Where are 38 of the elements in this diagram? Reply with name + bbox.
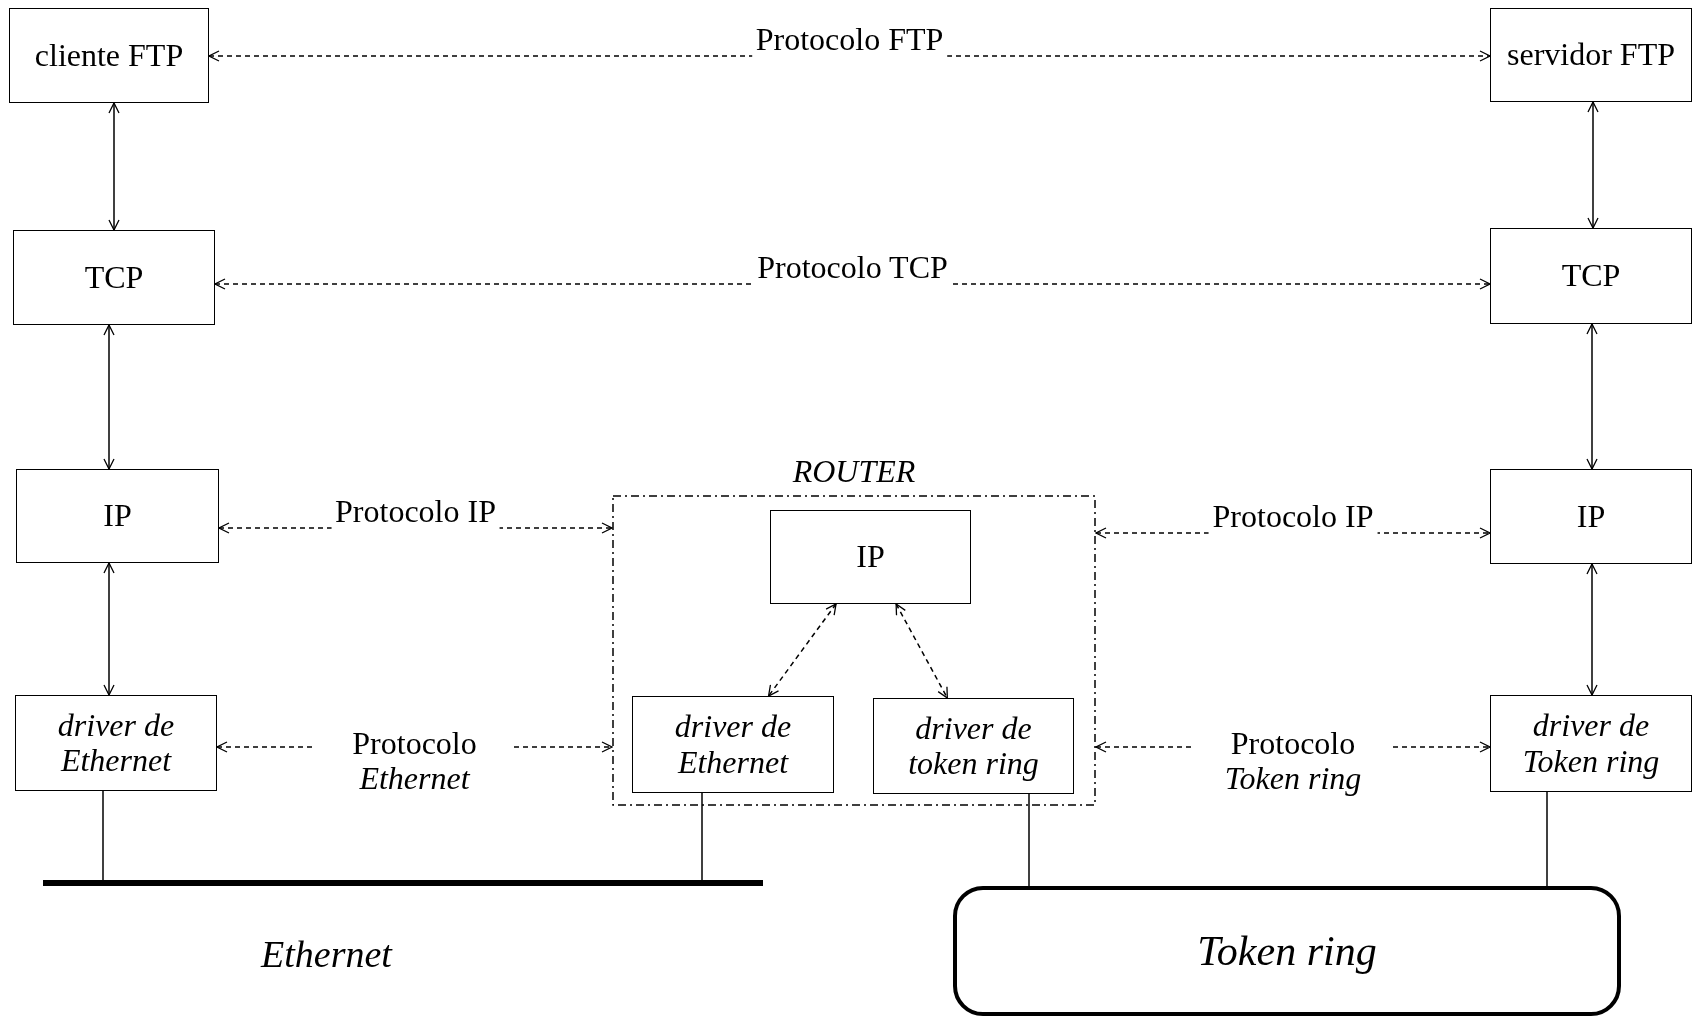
layer-box (16, 469, 219, 563)
layer-box (632, 696, 834, 793)
double-headed-arrow (1586, 323, 1598, 470)
node-label: driver de Ethernet (56, 707, 176, 779)
double-headed-arrow (103, 562, 115, 696)
connector-line (701, 792, 703, 881)
node-label: Token ring (1197, 927, 1377, 975)
node-label: cliente FTP (33, 37, 185, 74)
node-label: TCP (1560, 258, 1622, 294)
double-headed-arrow (108, 102, 120, 231)
network-label: Ethernet (261, 932, 392, 976)
token-ring-box (953, 886, 1621, 1016)
layer-box (873, 698, 1074, 794)
connector-line (1546, 791, 1548, 887)
layer-box (1490, 469, 1692, 564)
node-label: driver de token ring (907, 710, 1040, 782)
layer-box (1490, 228, 1692, 324)
double-headed-arrow (895, 603, 949, 699)
connector-line (1028, 793, 1030, 887)
double-headed-arrow (1587, 101, 1599, 229)
layer-box (1490, 8, 1692, 102)
double-headed-arrow (1586, 563, 1598, 696)
node-label: TCP (83, 259, 145, 296)
connector-line (102, 790, 104, 881)
layer-box (770, 510, 971, 604)
node-label: IP (102, 498, 133, 534)
double-headed-arrow (767, 603, 837, 697)
node-label: servidor FTP (1506, 37, 1676, 73)
node-label: driver de Ethernet (673, 709, 793, 780)
layer-box (15, 695, 217, 791)
group-title: ROUTER (792, 453, 916, 490)
node-label: driver de Token ring (1521, 708, 1661, 779)
layer-box (9, 8, 209, 103)
layer-box (1490, 695, 1692, 792)
layer-box (13, 230, 215, 325)
node-label: IP (855, 539, 886, 575)
node-label: IP (1575, 498, 1607, 535)
double-headed-arrow (103, 324, 115, 470)
